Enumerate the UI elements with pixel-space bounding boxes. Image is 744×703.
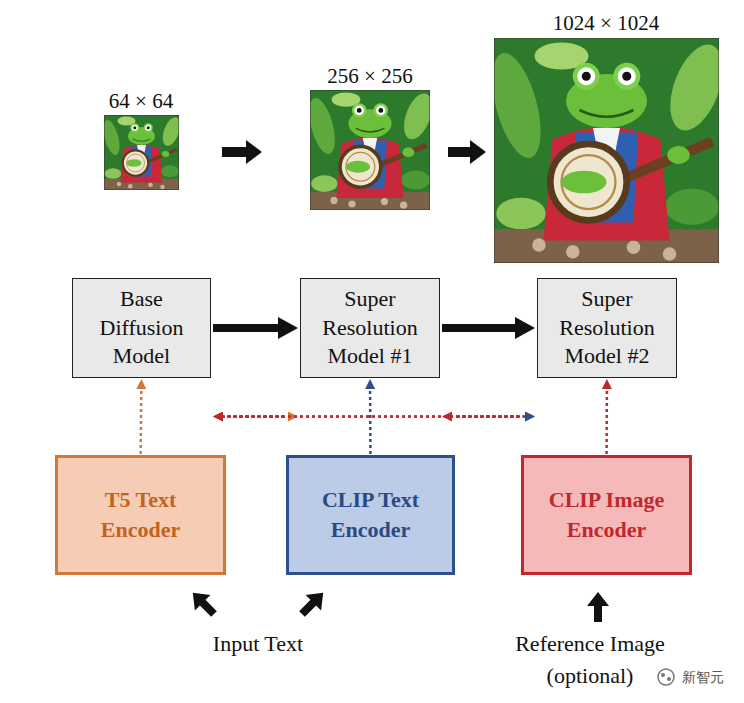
input-arrow <box>185 585 222 622</box>
encoder-box: T5 Text Encoder <box>55 455 226 575</box>
input-label: Reference Image (optional) <box>495 628 685 692</box>
watermark-icon-dot <box>661 673 665 677</box>
model-box: Super Resolution Model #2 <box>537 278 677 378</box>
model-box: Super Resolution Model #1 <box>300 278 440 378</box>
conditioning-arrow <box>605 389 608 454</box>
input-arrow <box>587 592 609 622</box>
node-text: CLIP Text Encoder <box>297 485 444 544</box>
node-text: CLIP Image Encoder <box>532 485 681 544</box>
frog-image-large <box>483 38 733 263</box>
input-arrow-shape <box>587 592 609 622</box>
upscale-arrow <box>448 140 486 164</box>
node-text: Super Resolution Model #1 <box>309 285 431 371</box>
frog-image-small <box>100 115 183 190</box>
resolution-label: 256 × 256 <box>295 61 445 91</box>
input-arrow <box>294 585 331 622</box>
conditioning-arrow <box>139 389 142 454</box>
resolution-label: 1024 × 1024 <box>516 8 696 38</box>
upscale-arrow <box>222 140 262 164</box>
node-text: Super Resolution Model #2 <box>546 285 668 371</box>
node-text: T5 Text Encoder <box>66 485 215 544</box>
conditioning-arrow <box>452 415 519 418</box>
input-arrow-shape <box>185 585 222 622</box>
input-arrow-shape <box>294 585 331 622</box>
flow-arrow <box>213 324 278 332</box>
watermark-icon-ring <box>658 669 674 685</box>
conditioning-arrow <box>457 415 525 418</box>
conditioning-arrow <box>223 415 519 418</box>
input-label: Input Text <box>183 628 333 660</box>
node-text: Base Diffusion Model <box>81 285 202 371</box>
watermark-icon-dot <box>667 677 671 681</box>
watermark-icon <box>658 669 674 685</box>
frog-image-medium <box>304 90 437 210</box>
conditioning-arrow <box>369 389 372 454</box>
resolution-label: 64 × 64 <box>81 86 201 116</box>
watermark: 新智元 <box>673 667 733 687</box>
flow-arrow <box>442 324 515 332</box>
encoder-box: CLIP Image Encoder <box>521 455 692 575</box>
model-box: Base Diffusion Model <box>72 278 211 378</box>
encoder-box: CLIP Text Encoder <box>286 455 455 575</box>
